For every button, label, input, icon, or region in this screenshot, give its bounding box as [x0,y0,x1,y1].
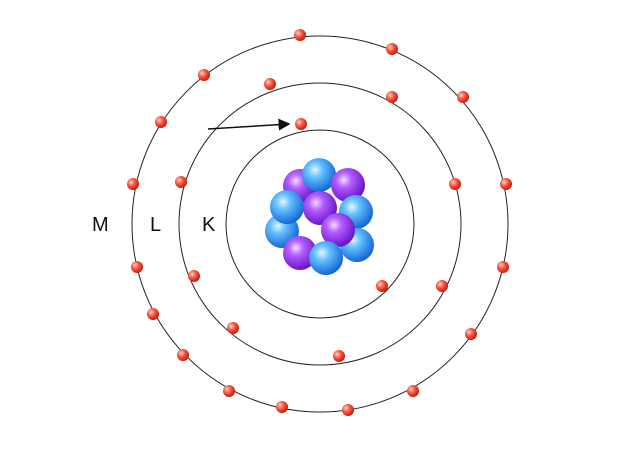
electron-pointer-arrow [207,118,291,131]
electron-m [155,116,167,128]
orbit-group [131,35,509,413]
electron-m [500,178,512,190]
electron-m [177,349,189,361]
electron-m [465,328,477,340]
orbit-k [225,129,415,319]
shell-label-m: M [92,214,109,236]
electron-k [295,118,307,130]
electron-l [188,270,200,282]
electron-l [333,350,345,362]
electron-m [407,385,419,397]
orbit-m [131,35,509,413]
electron-m [127,178,139,190]
electron-l [436,280,448,292]
electron-k [376,280,388,292]
orbit-l [178,82,462,366]
electron-l [449,178,461,190]
shell-label-l: L [150,214,161,236]
proton [270,190,304,224]
electron-m [198,69,210,81]
electron-l [386,91,398,103]
proton [309,241,343,275]
neutron [283,236,317,270]
electron-m [223,385,235,397]
electron-m [497,261,509,273]
electron-m [131,261,143,273]
nucleus [265,158,374,275]
electron-m [147,308,159,320]
proton [302,158,336,192]
shell-label-k: K [202,214,216,236]
electron-group [127,29,512,416]
electron-l [227,322,239,334]
electron-l [175,176,187,188]
electron-l [264,78,276,90]
neutron [331,168,365,202]
electron-m [276,401,288,413]
electron-m [294,29,306,41]
electron-m [457,91,469,103]
electron-m [386,43,398,55]
neutron [321,213,355,247]
electron-m [342,404,354,416]
shell-labels: M L K [92,214,216,236]
